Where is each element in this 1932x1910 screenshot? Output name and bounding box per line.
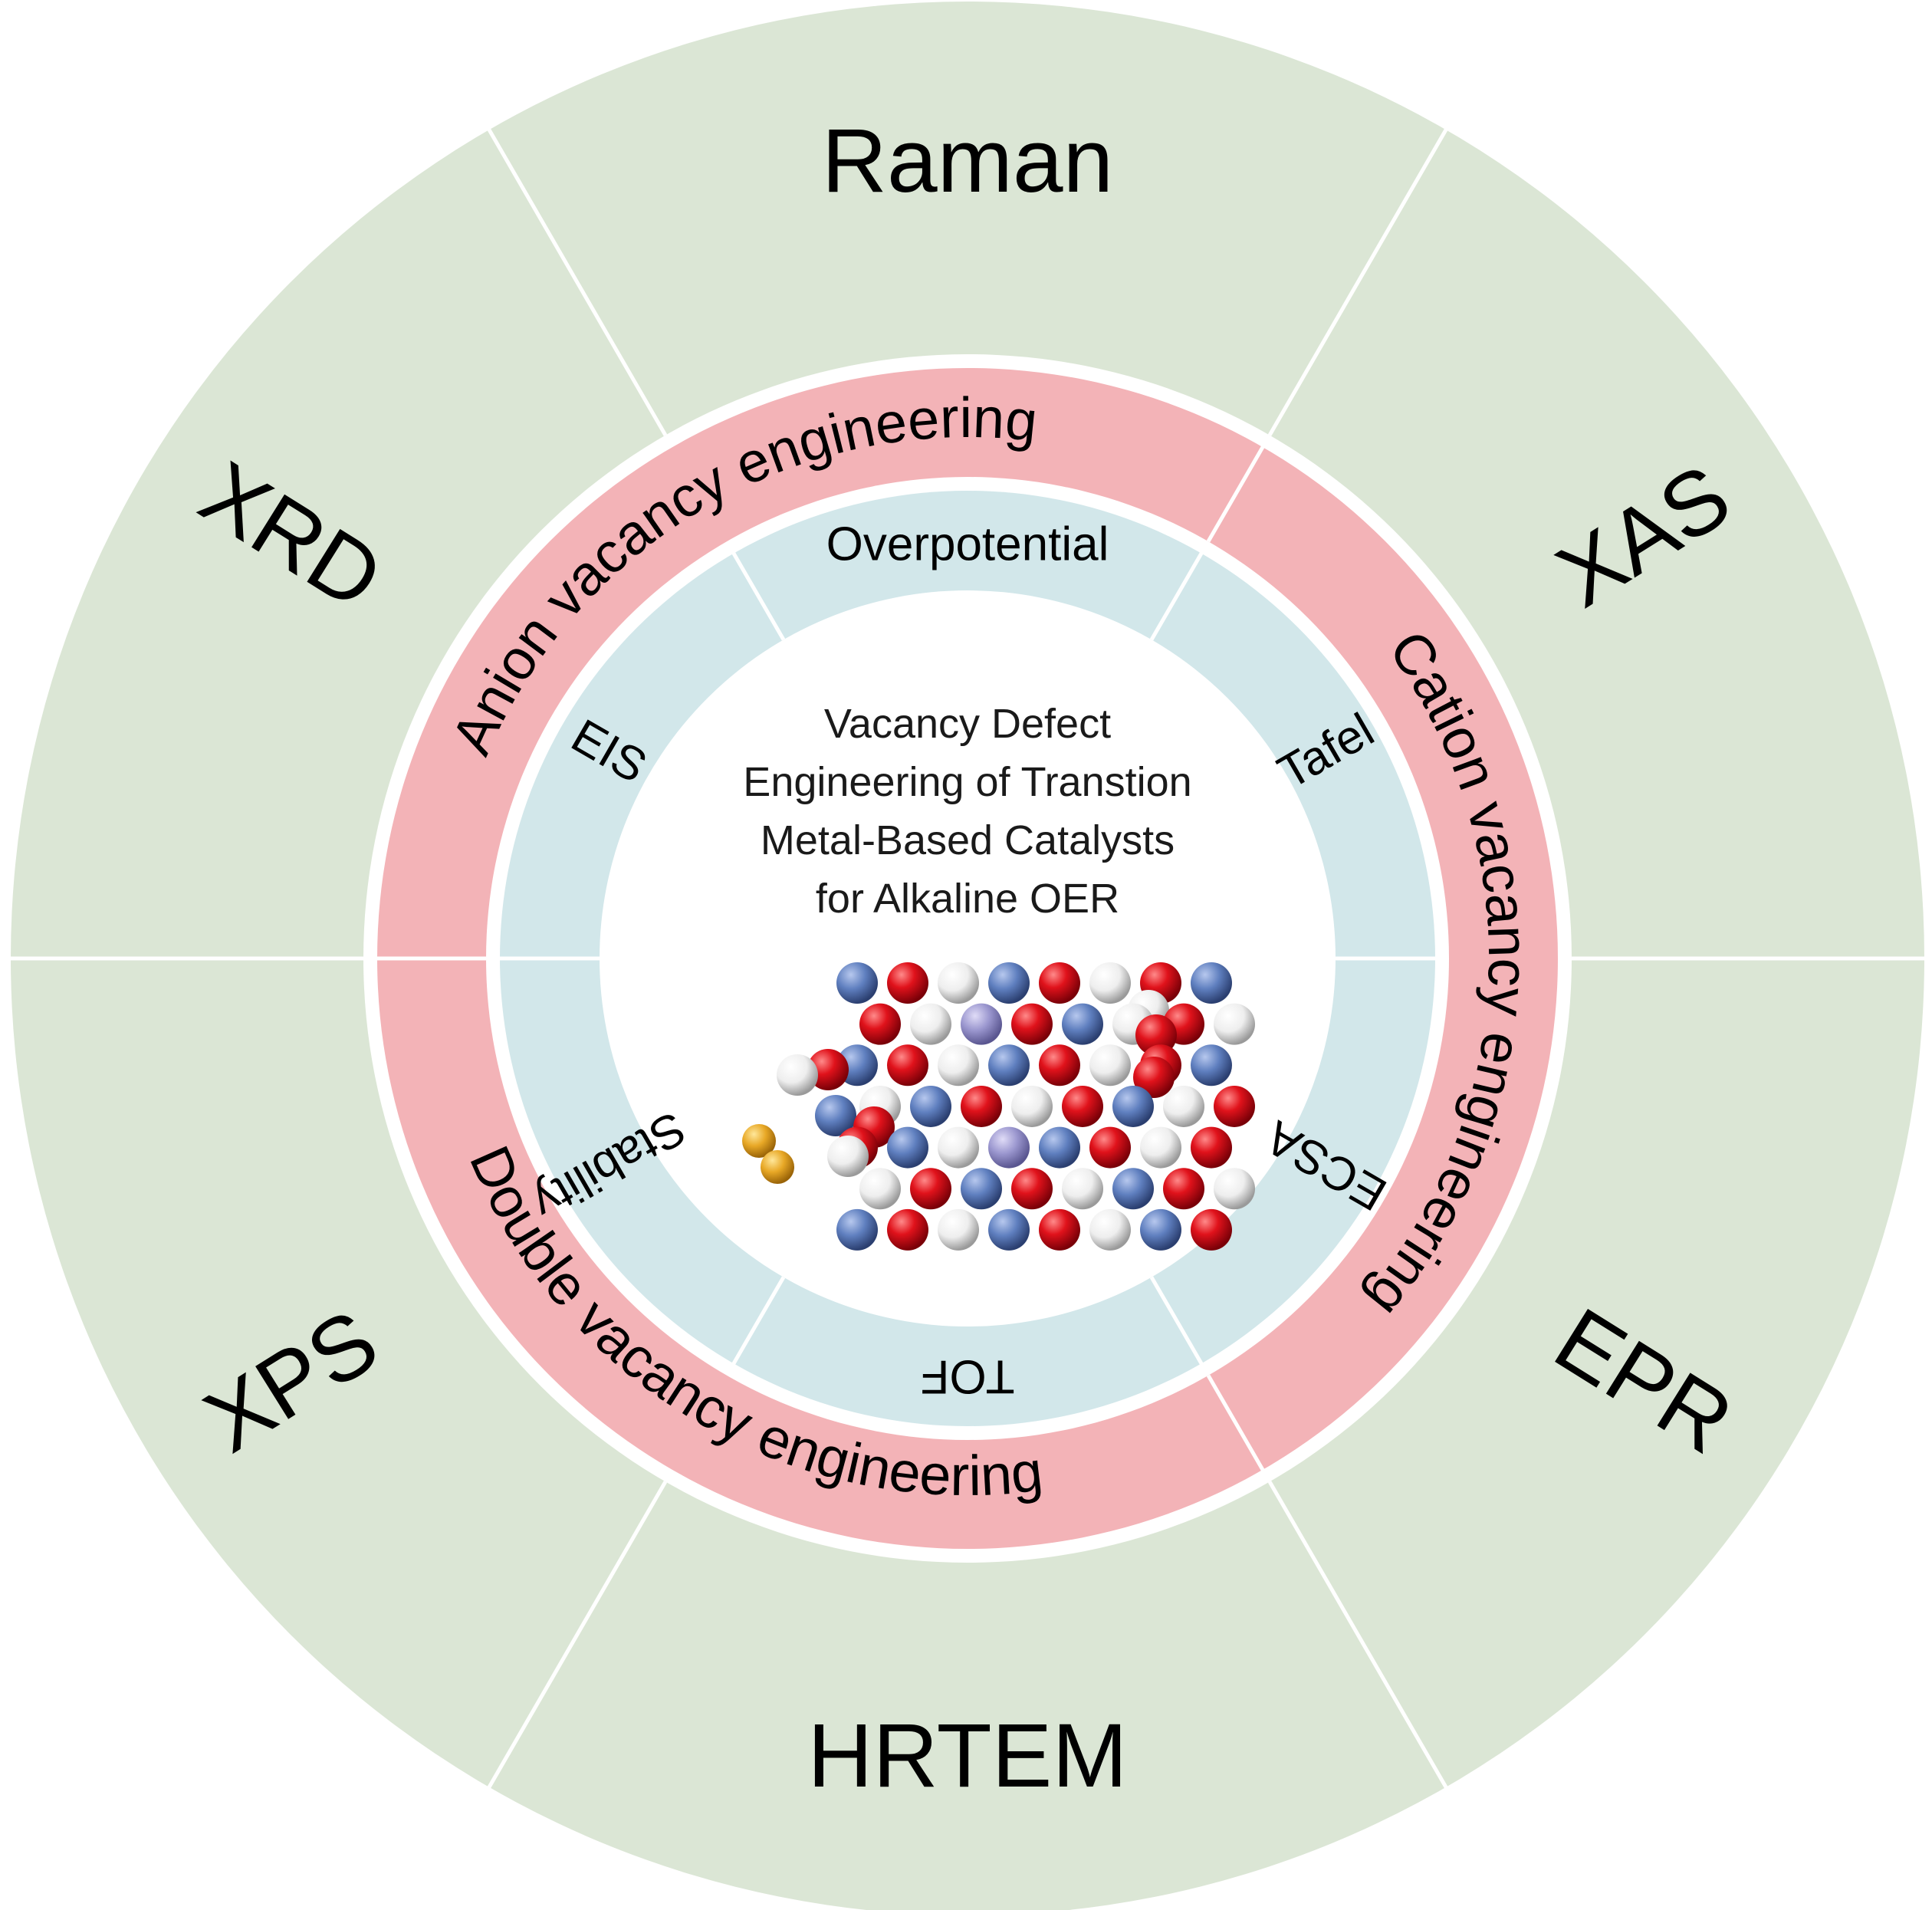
metal-sphere <box>988 1208 1030 1251</box>
oxygen-sphere <box>961 1085 1002 1127</box>
oxygen-sphere <box>1089 1126 1131 1169</box>
oxygen-sphere <box>1039 962 1080 1004</box>
oxygen-sphere <box>1214 1085 1255 1127</box>
oxygen-sphere <box>910 1168 951 1210</box>
oxygen-sphere <box>1011 1003 1053 1045</box>
oxygen-sphere <box>1011 1168 1053 1210</box>
middle-divider-2 <box>1206 1374 1266 1472</box>
hydrogen-sphere <box>777 1054 818 1096</box>
metal-sphere <box>1039 1126 1080 1169</box>
dopant-sphere <box>988 1126 1030 1169</box>
outer-divider-4 <box>1267 1481 1449 1790</box>
dopant-sphere <box>961 1003 1002 1045</box>
oxygen-sphere <box>887 962 928 1004</box>
hydrogen-sphere <box>938 1126 979 1169</box>
center-title-line-1: Vacancy Defect <box>824 701 1111 747</box>
outer-divider-5 <box>486 1481 668 1790</box>
hydrogen-sphere <box>1062 1168 1103 1210</box>
inner-label-tof: TOF <box>921 1350 1015 1403</box>
hydrogen-sphere <box>827 1136 869 1177</box>
oxygen-sphere <box>1039 1044 1080 1086</box>
center-title-line-2: Engineering of Transtion <box>743 759 1191 805</box>
inner-label-overpotential: Overpotential <box>826 518 1109 571</box>
oxygen-sphere <box>1191 1126 1232 1169</box>
oxygen-sphere <box>1191 1208 1232 1251</box>
metal-sphere <box>1140 1208 1181 1251</box>
middle-divider-1 <box>1206 445 1266 543</box>
hydrogen-sphere <box>1089 962 1131 1004</box>
oxygen-sphere <box>1039 1208 1080 1251</box>
hydrogen-sphere <box>1089 1208 1131 1251</box>
outer-divider-2 <box>1267 127 1449 436</box>
hydrogen-sphere <box>1214 1003 1255 1045</box>
metal-sphere <box>836 962 878 1004</box>
oxygen-sphere <box>859 1003 901 1045</box>
oxygen-sphere <box>1133 1057 1175 1098</box>
rings <box>11 2 1924 1910</box>
metal-sphere <box>910 1085 951 1127</box>
hydrogen-sphere <box>859 1168 901 1210</box>
inner-divider-1 <box>731 551 786 641</box>
oxygen-sphere <box>1062 1085 1103 1127</box>
inner-divider-5 <box>731 1276 786 1366</box>
metal-sphere <box>887 1126 928 1169</box>
metal-sphere <box>988 962 1030 1004</box>
hydrogen-sphere <box>1140 1126 1181 1169</box>
hydrogen-sphere <box>938 962 979 1004</box>
molecule-illustration <box>742 962 1255 1251</box>
hydrogen-sphere <box>1011 1085 1053 1127</box>
gold-sphere <box>761 1150 794 1184</box>
center-title-line-3: Metal-Based Catalysts <box>761 817 1175 863</box>
metal-sphere <box>1112 1168 1154 1210</box>
hydrogen-sphere <box>938 1044 979 1086</box>
hydrogen-sphere <box>910 1003 951 1045</box>
metal-sphere <box>1062 1003 1103 1045</box>
oxygen-sphere <box>1163 1168 1204 1210</box>
outer-label-raman: Raman <box>822 110 1113 212</box>
inner-divider-2 <box>1149 551 1204 641</box>
hydrogen-sphere <box>1214 1168 1255 1210</box>
oxygen-sphere <box>807 1049 849 1090</box>
center-title-line-4: for Alkaline OER <box>816 876 1119 922</box>
metal-sphere <box>1191 962 1232 1004</box>
gold-sphere <box>742 1124 776 1158</box>
hydrogen-sphere <box>1163 1085 1204 1127</box>
center-title: Vacancy Defect Engineering of Transtion … <box>743 701 1191 922</box>
hydrogen-sphere <box>1089 1044 1131 1086</box>
metal-sphere <box>1191 1044 1232 1086</box>
metal-sphere <box>815 1095 856 1136</box>
outer-divider-1 <box>486 127 668 436</box>
hydrogen-sphere <box>938 1208 979 1251</box>
ring-dividers <box>9 127 1926 1790</box>
oxygen-sphere <box>887 1208 928 1251</box>
metal-sphere <box>1112 1085 1154 1127</box>
inner-divider-4 <box>1149 1276 1204 1366</box>
metal-sphere <box>961 1168 1002 1210</box>
metal-sphere <box>988 1044 1030 1086</box>
metal-sphere <box>836 1208 878 1251</box>
outer-label-hrtem: HRTEM <box>807 1705 1127 1806</box>
oxygen-sphere <box>887 1044 928 1086</box>
